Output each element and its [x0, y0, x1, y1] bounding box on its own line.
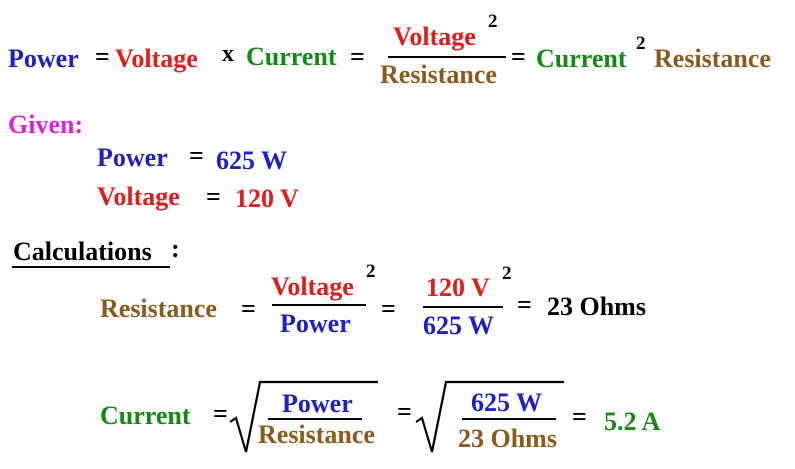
calc-resistance-den1: Power: [280, 309, 351, 338]
given-power-label: Power: [97, 143, 168, 172]
formula-resistance: Resistance: [654, 44, 771, 73]
calc-resistance-fraction-bar-1: [272, 304, 366, 306]
calc-resistance-num2: 120 V: [426, 273, 490, 302]
given-voltage-equals: =: [206, 182, 221, 211]
calc-current-num2: 625 W: [471, 388, 543, 417]
calc-resistance-result: 23 Ohms: [547, 292, 646, 321]
calc-resistance-num2-exponent: 2: [502, 263, 512, 284]
formula-fraction-exponent: 2: [488, 11, 498, 32]
formula-equals-3: =: [511, 42, 526, 71]
formula-power: Power: [8, 44, 79, 73]
calc-current-result: 5.2 A: [604, 407, 661, 436]
formula-fraction-numerator: Voltage: [393, 22, 476, 51]
given-voltage-value: 120 V: [235, 184, 299, 213]
formula-current-exponent: 2: [636, 33, 646, 54]
calc-current-equals-2: =: [397, 397, 412, 426]
calc-current-den2: 23 Ohms: [458, 424, 557, 453]
formula-current-squared: Current: [536, 44, 627, 73]
formula-times: x: [222, 41, 234, 67]
formula-equals-1: =: [95, 42, 110, 71]
given-power-equals: =: [189, 141, 204, 170]
formula-fraction-denominator: Resistance: [380, 60, 497, 89]
calc-resistance-equals-1: =: [241, 294, 256, 323]
given-voltage-label: Voltage: [97, 182, 180, 211]
calc-resistance-label: Resistance: [100, 294, 217, 323]
calc-resistance-fraction-bar-2: [423, 306, 503, 308]
calc-current-equals-1: =: [213, 399, 228, 428]
calc-resistance-num1: Voltage: [271, 272, 354, 301]
calculations-colon: :: [171, 234, 180, 263]
calc-current-radical-2: [415, 380, 564, 453]
calc-resistance-equals-3: =: [517, 290, 532, 319]
calc-resistance-equals-2: =: [381, 294, 396, 323]
given-power-value: 625 W: [216, 146, 288, 175]
calc-current-den1: Resistance: [258, 420, 375, 449]
calc-current-label: Current: [100, 401, 191, 430]
calc-current-fraction-bar-1: [268, 418, 362, 420]
calculations-label: Calculations: [13, 237, 152, 266]
calc-current-radical-1: [229, 380, 378, 453]
calc-current-equals-3: =: [572, 402, 587, 431]
formula-current: Current: [246, 42, 337, 71]
calc-resistance-num1-exponent: 2: [366, 261, 376, 282]
formula-equals-2: =: [350, 42, 365, 71]
calculations-underline: [12, 266, 170, 268]
formula-fraction-bar: [388, 56, 506, 58]
given-label: Given:: [8, 110, 84, 139]
formula-voltage: Voltage: [115, 44, 198, 73]
calc-current-num1: Power: [282, 389, 353, 418]
calc-resistance-den2: 625 W: [423, 311, 495, 340]
calc-current-fraction-bar-2: [462, 418, 556, 420]
